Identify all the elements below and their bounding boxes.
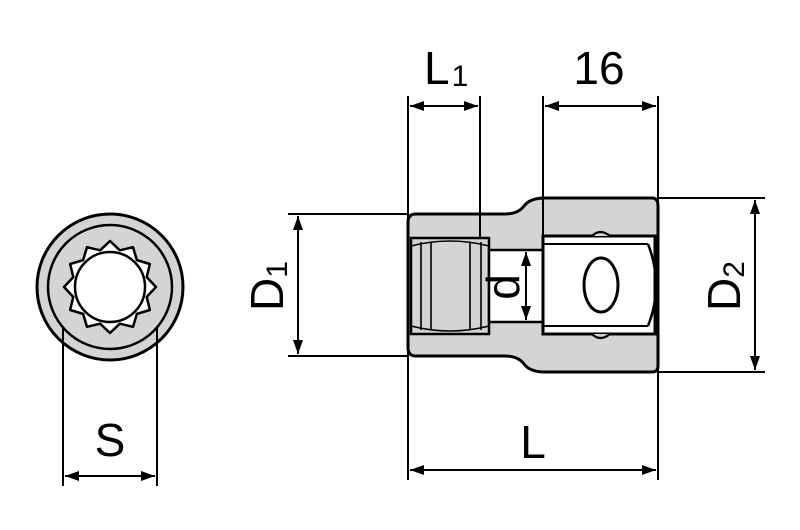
bore bbox=[487, 248, 545, 324]
d-label: d bbox=[477, 274, 529, 300]
dimensions bbox=[288, 96, 765, 480]
end-view-bore-circle bbox=[73, 250, 147, 324]
recess-flute-lines bbox=[420, 242, 482, 330]
detent-hole-bottom bbox=[591, 333, 611, 340]
length-label: L bbox=[520, 416, 546, 468]
recess-curves bbox=[410, 240, 490, 332]
d1-label: D1 bbox=[241, 261, 294, 311]
point-recess bbox=[409, 236, 491, 336]
s-label: S bbox=[95, 414, 126, 466]
square-drive-inner-edges bbox=[543, 243, 648, 327]
side-view: d bbox=[406, 196, 660, 374]
l1-label: L1 bbox=[424, 42, 468, 94]
end-view: S bbox=[35, 212, 185, 486]
square-length-label: 16 bbox=[573, 42, 624, 94]
pin-hole bbox=[582, 256, 620, 314]
d2-label: D2 bbox=[698, 261, 751, 311]
square-drive-end-curve bbox=[646, 243, 658, 327]
detent-hole-top bbox=[591, 230, 611, 237]
